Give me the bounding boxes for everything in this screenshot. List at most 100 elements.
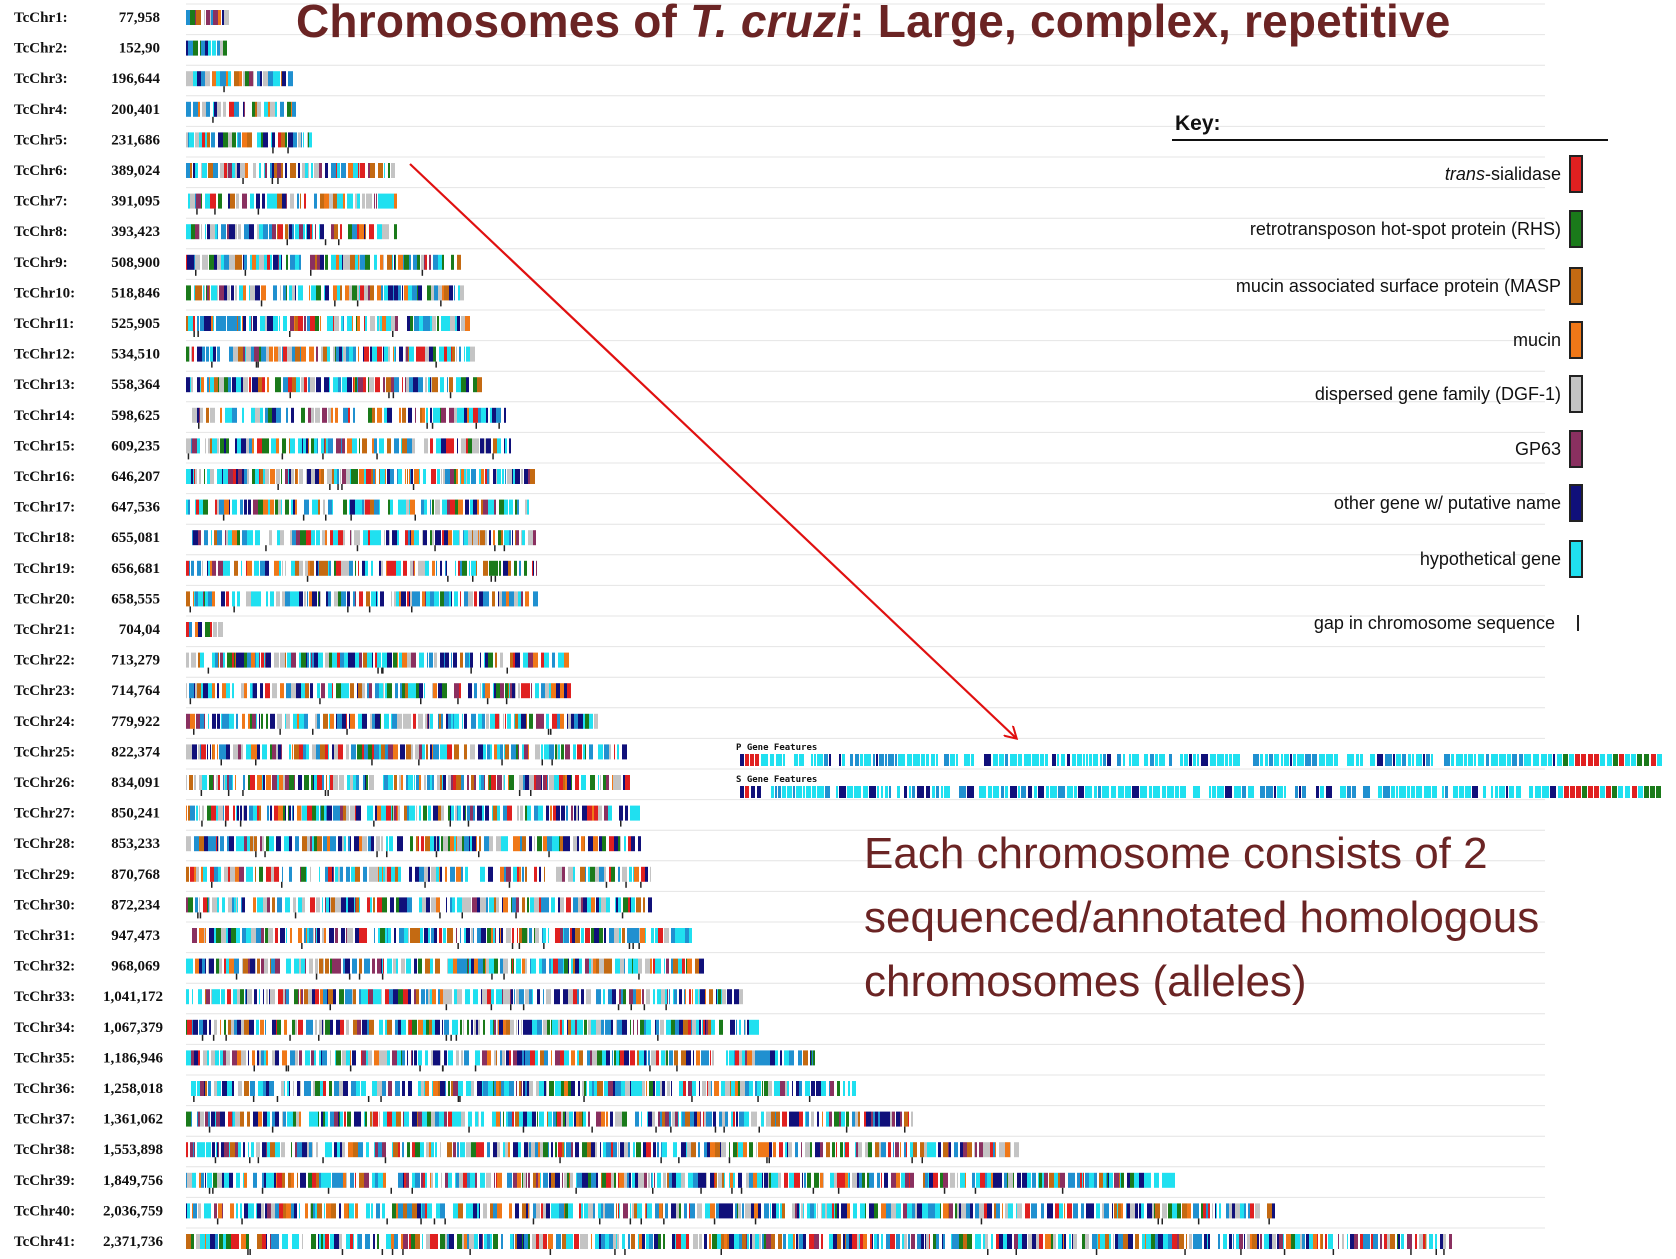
gene-block xyxy=(447,377,448,393)
gene-block xyxy=(891,1203,896,1219)
gene-block xyxy=(706,1050,709,1066)
gene-block xyxy=(794,1172,795,1188)
gene-block xyxy=(299,1111,301,1127)
gene-block xyxy=(478,1019,480,1035)
gene-block xyxy=(369,958,370,974)
gene-block xyxy=(709,989,713,1005)
gene-block xyxy=(454,285,455,301)
gene-block xyxy=(713,1111,716,1127)
gene-block xyxy=(591,897,595,913)
gap-tick xyxy=(197,912,199,919)
gene-block xyxy=(237,132,238,148)
gene-block xyxy=(1313,1234,1317,1249)
gene-block xyxy=(472,836,476,852)
gene-block xyxy=(820,1142,823,1158)
gene-block xyxy=(555,928,560,943)
gene-block xyxy=(462,897,467,913)
gene-block xyxy=(383,377,385,393)
gene-block xyxy=(403,254,404,270)
gene-block xyxy=(206,10,210,25)
gene-block xyxy=(817,1203,818,1219)
gene-block xyxy=(467,775,469,790)
gene-block xyxy=(273,254,278,270)
gene-block xyxy=(322,775,324,790)
gene-block xyxy=(468,438,472,454)
gene-block xyxy=(822,1111,823,1127)
gene-block xyxy=(384,285,388,301)
gene-block xyxy=(490,438,491,454)
gene-block xyxy=(340,866,343,882)
gene-block xyxy=(672,1172,676,1188)
gene-block xyxy=(271,132,272,148)
gene-block xyxy=(216,928,221,943)
gap-tick xyxy=(492,453,494,460)
gene-block xyxy=(350,1172,354,1188)
gene-block xyxy=(371,836,374,852)
gene-block xyxy=(220,71,221,87)
gene-block xyxy=(428,1111,431,1127)
gene-block xyxy=(455,652,457,668)
gene-block xyxy=(644,1172,647,1188)
gene-block xyxy=(358,163,359,178)
s-gene-features-track xyxy=(740,786,1661,798)
gene-block xyxy=(509,683,510,699)
gap-tick xyxy=(468,1126,470,1133)
chromosome-name: TcChr10: xyxy=(14,285,75,301)
gene-block xyxy=(837,1172,840,1188)
gene-block xyxy=(468,591,473,607)
gene-block xyxy=(430,377,431,393)
gene-block xyxy=(204,836,208,852)
gene-block xyxy=(505,836,508,852)
gene-block xyxy=(369,224,374,240)
gene-block xyxy=(853,1203,857,1219)
gene-block xyxy=(616,1203,617,1219)
chromosome-name: TcChr18: xyxy=(14,530,75,546)
gene-block xyxy=(750,1234,752,1249)
gene-block xyxy=(488,499,492,515)
gene-block xyxy=(291,407,294,423)
gene-block xyxy=(187,1019,192,1035)
gene-block xyxy=(298,1019,303,1035)
gene-block xyxy=(301,407,305,423)
gene-block xyxy=(394,866,395,882)
gene-block xyxy=(436,560,437,576)
gene-block xyxy=(523,652,528,668)
gap-tick xyxy=(543,943,545,949)
gene-block xyxy=(572,928,575,943)
gene-block xyxy=(506,928,511,943)
gene-block xyxy=(189,71,191,87)
gene-block xyxy=(591,1019,596,1035)
gene-block xyxy=(1059,1203,1063,1219)
gene-block xyxy=(244,683,247,699)
gene-block xyxy=(472,438,475,454)
gene-block xyxy=(810,1050,811,1066)
allele-gene-block xyxy=(898,754,905,766)
gene-block xyxy=(359,163,360,178)
gene-block xyxy=(844,1142,845,1158)
gene-block xyxy=(497,744,500,760)
gene-block xyxy=(461,775,464,790)
gene-block xyxy=(615,1111,617,1127)
gene-block xyxy=(269,989,270,1005)
gene-block xyxy=(257,744,260,760)
gene-block xyxy=(1017,1172,1021,1188)
gene-block xyxy=(336,713,337,729)
gene-block xyxy=(213,622,217,637)
gene-block xyxy=(1152,1203,1154,1219)
allele-gene-block xyxy=(745,786,749,798)
gene-block xyxy=(197,1081,200,1096)
gene-block xyxy=(440,989,443,1005)
gene-block xyxy=(609,1234,613,1249)
gene-block xyxy=(243,285,244,301)
gene-block xyxy=(365,254,370,270)
gene-block xyxy=(205,193,210,209)
gene-block xyxy=(549,744,554,760)
gene-block xyxy=(1082,1234,1085,1249)
gene-block xyxy=(466,438,468,454)
gene-block xyxy=(329,1081,332,1096)
gene-block xyxy=(213,744,215,760)
gene-block xyxy=(473,989,478,1005)
gene-block xyxy=(604,805,608,821)
gene-block xyxy=(457,989,462,1005)
gene-block xyxy=(1426,1234,1427,1249)
